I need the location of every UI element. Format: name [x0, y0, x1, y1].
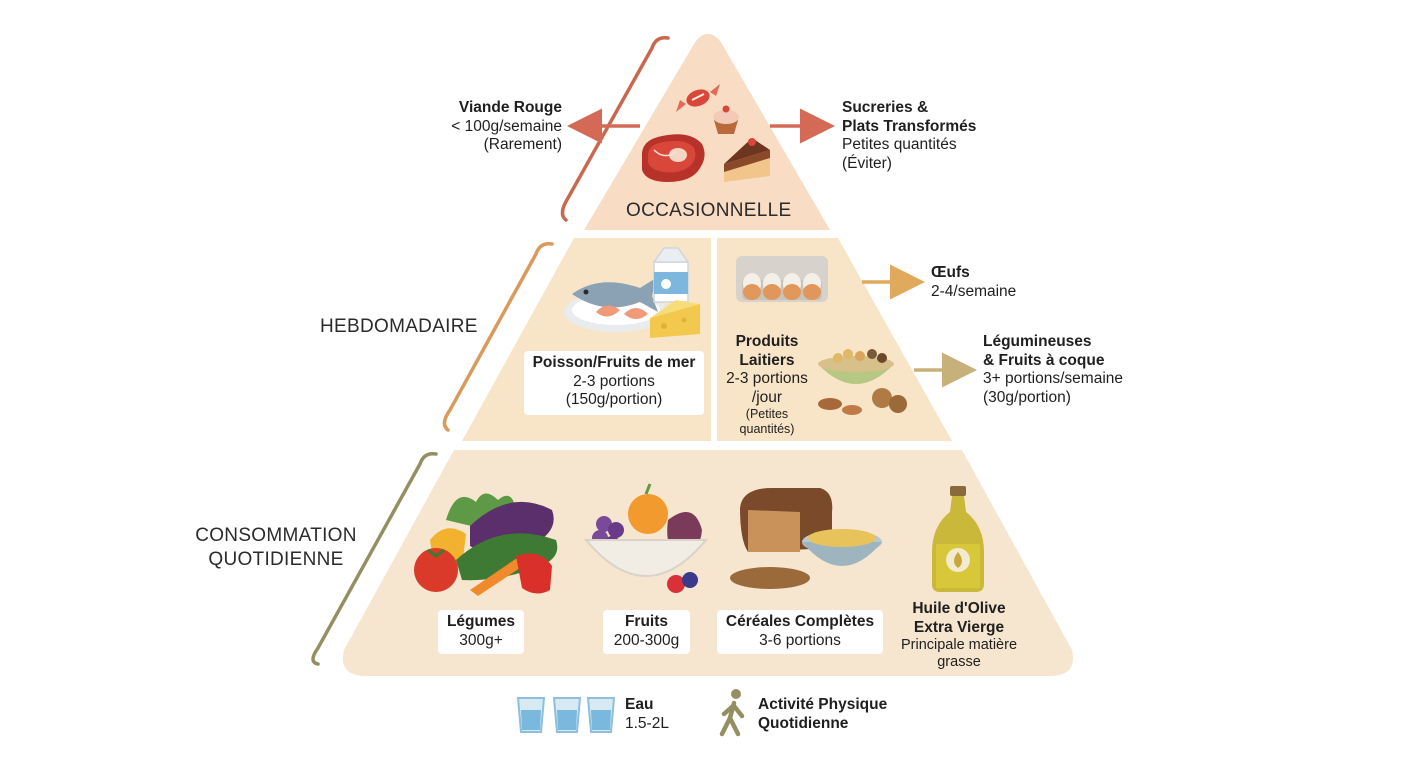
- dairy-note-line1: (Petites: [745, 407, 789, 421]
- red-meat-label: Viande Rouge < 100g/semaine (Rarement): [404, 99, 562, 155]
- tier-name-daily-line1: CONSOMMATION: [195, 525, 357, 546]
- cereals-card: Céréales Complètes 3-6 portions: [717, 610, 883, 654]
- dairy-title-line2: Laitiers: [739, 351, 795, 369]
- dairy-title-line1: Produits: [735, 333, 799, 350]
- cereals-title: Céréales Complètes: [725, 613, 875, 630]
- legumes-title-line2: & Fruits à coque: [983, 351, 1105, 369]
- vegetables-title: Légumes: [446, 613, 516, 630]
- fruits-card: Fruits 200-300g: [603, 610, 690, 654]
- legumes-frequency: 3+ portions/semaine: [983, 370, 1124, 387]
- tier-name-occasional: OCCASIONNELLE: [626, 200, 792, 221]
- water-amount: 1.5-2L: [625, 714, 669, 732]
- dairy-note-line2: quantités): [739, 421, 795, 436]
- fish-portions: 2-3 portions: [573, 372, 655, 390]
- milk-carton-icon: [652, 247, 690, 303]
- bread-grain-icon: [730, 488, 882, 589]
- cupcake-icon: [713, 105, 739, 134]
- bracket-daily: [311, 451, 438, 666]
- red-meat-frequency: (Rarement): [483, 136, 562, 153]
- steak-icon: [641, 134, 705, 182]
- tier-name-daily-line2: QUOTIDIENNE: [208, 549, 344, 570]
- fish-portion-size: (150g/portion): [565, 391, 663, 408]
- water-title: Eau: [625, 696, 654, 713]
- water-label: Eau 1.5-2L: [625, 696, 695, 733]
- legumes-portion-size: (30g/portion): [983, 388, 1071, 406]
- olive-oil-label: Huile d'Olive Extra Vierge Principale ma…: [886, 600, 1032, 671]
- sweets-advice: (Éviter): [842, 154, 892, 172]
- olive-oil-title-line1: Huile d'Olive: [912, 600, 1006, 617]
- eggs-title: Œufs: [931, 264, 970, 281]
- fish-title: Poisson/Fruits de mer: [532, 354, 696, 371]
- activity-label: Activité Physique Quotidienne: [758, 696, 918, 733]
- activity-title-line1: Activité Physique: [758, 696, 888, 713]
- legumes-title-line1: Légumineuses: [983, 333, 1092, 350]
- olive-oil-desc-line2: grasse: [937, 654, 981, 670]
- fruit-bowl-icon: [583, 483, 709, 593]
- cake-icon: [724, 138, 770, 182]
- red-meat-title: Viande Rouge: [458, 99, 562, 116]
- walking-person-icon: [719, 689, 745, 737]
- vegetables-icon: [414, 493, 558, 596]
- cheese-icon: [650, 300, 700, 338]
- sweets-title-line1: Sucreries &: [842, 99, 929, 116]
- egg-carton-icon: [736, 256, 828, 302]
- eggs-label: Œufs 2-4/semaine: [931, 264, 1071, 301]
- sweets-amount: Petites quantités: [842, 136, 957, 153]
- activity-title-line2: Quotidienne: [758, 714, 849, 732]
- vegetables-card: Légumes 300g+: [438, 610, 524, 654]
- dairy-frequency: /jour: [751, 388, 783, 406]
- candy-icon: [676, 84, 720, 112]
- cereals-portions: 3-6 portions: [759, 631, 841, 649]
- bracket-occasional: [560, 35, 670, 222]
- tier-name-weekly: HEBDOMADAIRE: [320, 316, 478, 337]
- sweets-title-line2: Plats Transformés: [842, 117, 977, 135]
- nuts-bowl-icon: [818, 349, 907, 415]
- sweets-label: Sucreries & Plats Transformés Petites qu…: [842, 99, 1012, 173]
- fish-card: Poisson/Fruits de mer 2-3 portions (150g…: [524, 351, 704, 415]
- fish-plate-icon: [564, 278, 668, 332]
- olive-oil-desc-line1: Principale matière: [900, 637, 1018, 653]
- red-meat-amount: < 100g/semaine: [451, 117, 562, 135]
- olive-oil-bottle-icon: [932, 486, 984, 592]
- water-glass-icon: [516, 697, 616, 733]
- fruits-title: Fruits: [624, 613, 669, 630]
- vegetables-amount: 300g+: [459, 631, 503, 649]
- olive-oil-title-line2: Extra Vierge: [913, 618, 1005, 636]
- tier-occasional: [584, 34, 830, 230]
- dairy-label: Produits Laitiers 2-3 portions /jour (Pe…: [718, 333, 816, 436]
- fruits-amount: 200-300g: [613, 631, 680, 649]
- legumes-label: Légumineuses & Fruits à coque 3+ portion…: [983, 333, 1183, 407]
- bracket-weekly: [442, 241, 554, 432]
- tier-name-daily: CONSOMMATION QUOTIDIENNE: [184, 524, 368, 572]
- dairy-portions: 2-3 portions: [726, 370, 808, 387]
- eggs-frequency: 2-4/semaine: [931, 282, 1017, 300]
